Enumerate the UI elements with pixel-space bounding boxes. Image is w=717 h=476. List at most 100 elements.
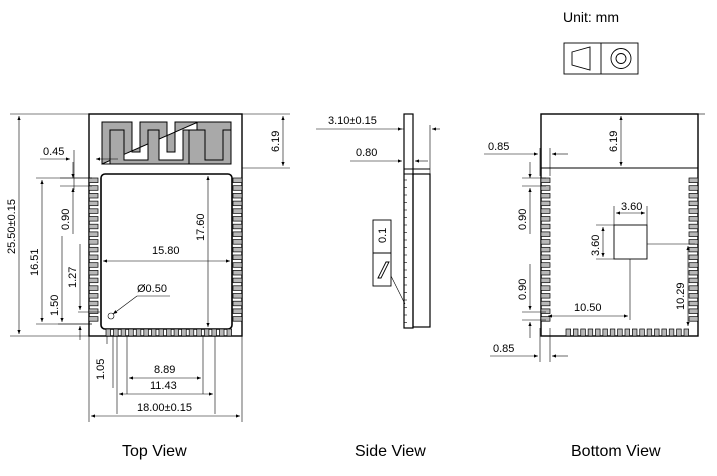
castellated-pad — [540, 223, 551, 230]
castellated-pad — [688, 223, 699, 230]
dim-total-width: 18.00±0.15 — [137, 402, 192, 414]
castellated-pad — [232, 208, 243, 214]
castellated-pad — [595, 328, 601, 337]
castellated-pad — [540, 177, 551, 183]
bottom-view-right-pads — [688, 177, 699, 322]
castellated-pad — [232, 262, 243, 268]
castellated-pad — [232, 254, 243, 260]
castellated-pad — [540, 246, 551, 253]
castellated-pad — [135, 328, 142, 337]
castellated-pad — [587, 328, 594, 337]
castellated-pad — [540, 239, 551, 245]
bottom-view-left-pads — [540, 177, 551, 322]
castellated-pad — [219, 328, 225, 337]
castellated-pad — [88, 285, 99, 291]
castellated-pad — [88, 177, 99, 183]
castellated-pad — [232, 185, 243, 191]
castellated-pad — [573, 328, 579, 337]
castellated-pad — [632, 328, 638, 337]
castellated-pad — [232, 246, 243, 253]
castellated-pad — [120, 328, 127, 337]
castellated-pad — [688, 185, 699, 191]
bottom-view-bottom-pads — [565, 328, 689, 337]
dim-thermal-x: 10.50 — [574, 302, 602, 314]
side-view: 0.1 3.10±0.15 0.80 — [316, 113, 440, 329]
castellated-pad — [173, 328, 180, 337]
castellated-pad — [88, 246, 99, 253]
castellated-pad — [128, 328, 134, 337]
castellated-pad — [143, 328, 149, 337]
castellated-pad — [232, 223, 243, 230]
dim-coplanarity: 0.1 — [377, 228, 389, 243]
castellated-pad — [580, 328, 586, 337]
castellated-pad — [639, 328, 645, 337]
castellated-pad — [151, 328, 157, 337]
dim-antenna-height: 6.19 — [270, 131, 282, 152]
castellated-pad — [540, 293, 551, 299]
castellated-pad — [688, 246, 699, 253]
castellated-pad — [88, 193, 99, 199]
dim-side-width: 0.45 — [43, 146, 64, 158]
dim-bottom-row: 1.27 — [67, 267, 79, 288]
castellated-pad — [232, 216, 243, 222]
castellated-pad — [232, 270, 243, 276]
castellated-pad — [540, 270, 551, 276]
castellated-pad — [540, 216, 551, 222]
castellated-pad — [668, 328, 675, 337]
castellated-pad — [688, 293, 699, 299]
dim-thermal-y: 10.29 — [675, 282, 687, 310]
castellated-pad — [688, 254, 699, 260]
castellated-pad — [232, 231, 243, 237]
castellated-pad — [540, 185, 551, 191]
castellated-pad — [88, 316, 99, 322]
castellated-pad — [540, 277, 551, 284]
castellated-pad — [565, 328, 571, 337]
dim-pad-pitch: 0.90 — [517, 209, 529, 230]
castellated-pad — [203, 328, 210, 337]
castellated-pad — [211, 328, 217, 337]
castellated-pad — [688, 216, 699, 222]
castellated-pad — [105, 328, 111, 337]
castellated-pad — [540, 231, 551, 237]
castellated-pad — [88, 208, 99, 214]
castellated-pad — [88, 231, 99, 237]
castellated-pad — [540, 308, 551, 314]
dim-thickness: 3.10±0.15 — [328, 115, 377, 127]
castellated-pad — [181, 328, 187, 337]
side-view-shield — [412, 173, 431, 328]
castellated-pad — [688, 193, 699, 199]
castellated-pad — [88, 270, 99, 276]
castellated-pad — [540, 254, 551, 260]
castellated-pad — [688, 239, 699, 245]
castellated-pad — [166, 328, 172, 337]
castellated-pad — [688, 270, 699, 276]
dim-bottom-offset: 1.50 — [49, 295, 61, 316]
dim-edge-bottom: 0.85 — [493, 343, 514, 355]
castellated-pad — [232, 193, 243, 199]
castellated-pad — [232, 300, 243, 307]
dim-thermal-width: 3.60 — [621, 201, 642, 213]
top-view — [88, 113, 243, 337]
castellated-pad — [688, 308, 699, 314]
dim-edge-top: 0.85 — [488, 141, 509, 153]
castellated-pad — [88, 239, 99, 245]
castellated-pad — [688, 262, 699, 268]
dim-thermal-height: 3.60 — [590, 235, 602, 256]
castellated-pad — [617, 328, 623, 337]
top-view-dimensions: 25.50±0.15 16.51 0.45 0.90 1.50 1.27 6.1… — [6, 113, 290, 422]
castellated-pad — [540, 200, 551, 207]
castellated-pad — [232, 316, 243, 322]
castellated-pad — [540, 262, 551, 268]
castellated-pad — [88, 216, 99, 222]
top-view-left-pads — [88, 177, 99, 322]
castellated-pad — [232, 285, 243, 291]
bottom-view-dimensions: 0.85 6.19 0.90 3.60 3.60 10.29 10.50 — [484, 113, 705, 362]
castellated-pad — [232, 200, 243, 207]
castellated-pad — [688, 208, 699, 214]
castellated-pad — [540, 300, 551, 307]
castellated-pad — [661, 328, 667, 337]
castellated-pad — [688, 300, 699, 307]
unit-label: Unit: mm — [563, 9, 619, 25]
castellated-pad — [232, 277, 243, 284]
castellated-pad — [624, 328, 630, 337]
